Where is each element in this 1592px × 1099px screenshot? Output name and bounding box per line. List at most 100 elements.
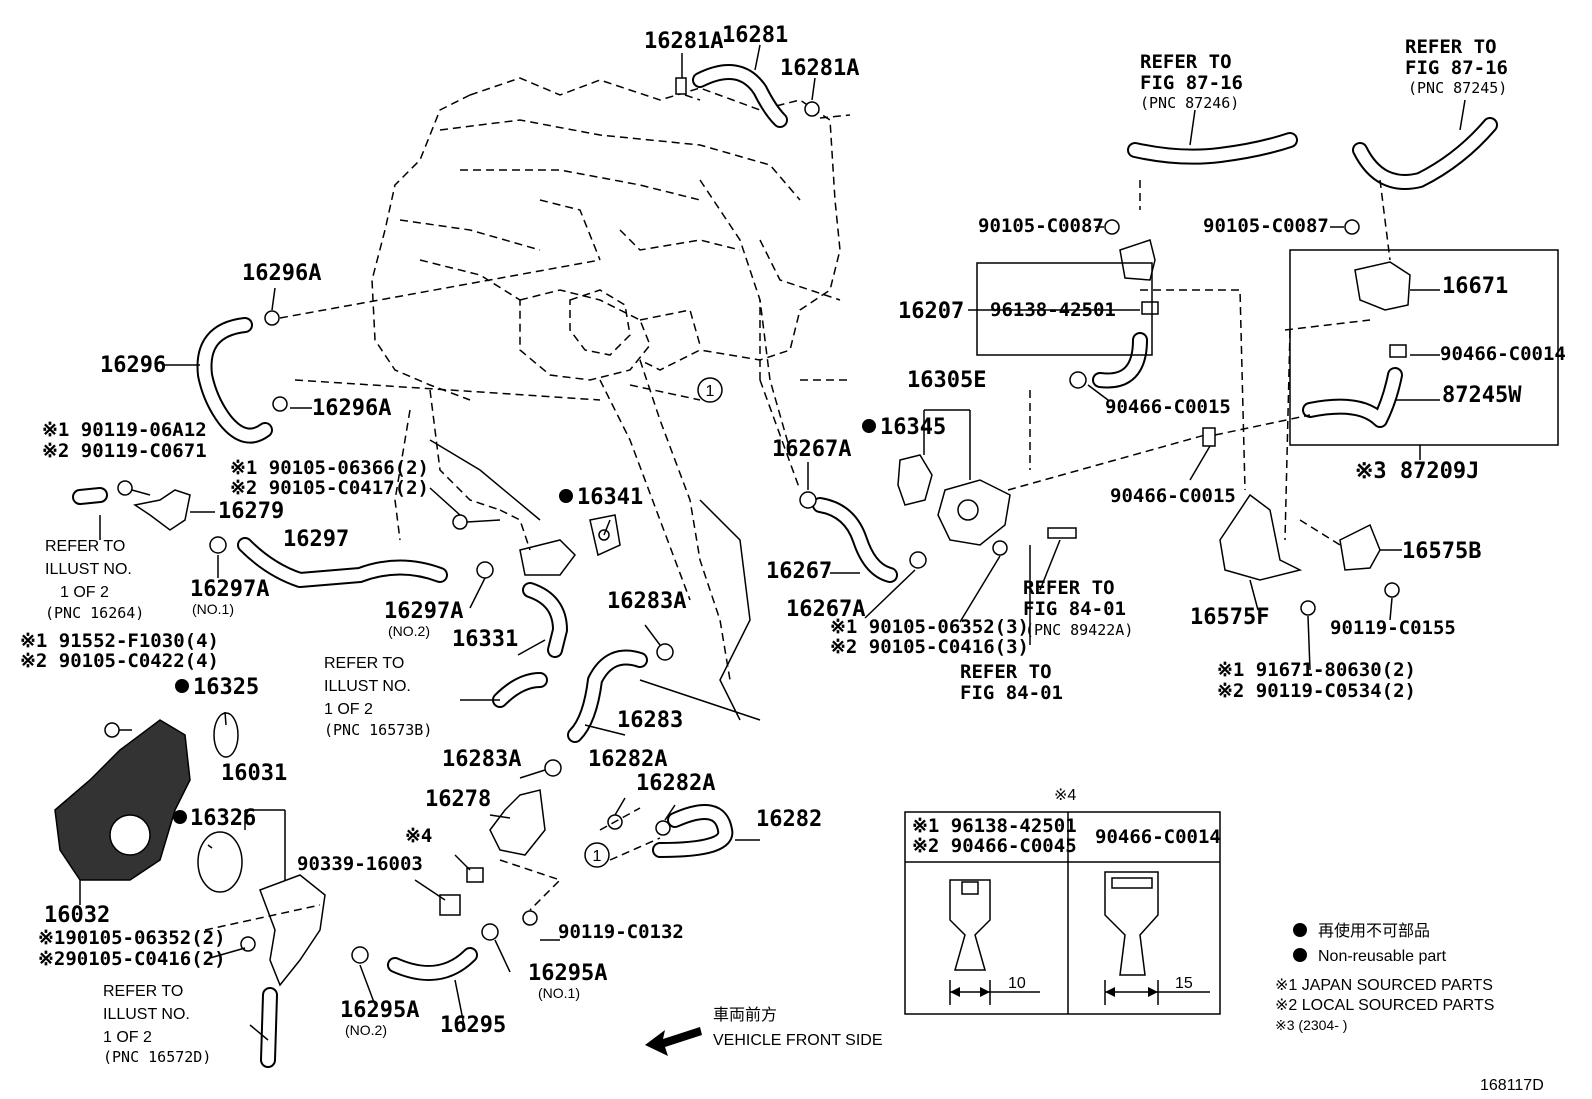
label-16283A-bot: 16283A: [442, 747, 521, 772]
gasket-16341: [589, 514, 621, 557]
ref-8716-b-line1: REFER TO: [1405, 36, 1497, 58]
clamp-16283A-a: [656, 643, 674, 661]
label-16575B: 16575B: [1402, 539, 1481, 564]
label-16278: 16278: [425, 787, 491, 812]
label-16297: 16297: [283, 527, 349, 552]
nonreusable-bullet-16326: [173, 810, 187, 824]
clamp-16267A-a: [799, 491, 817, 509]
hose-16283: [567, 649, 648, 743]
nonreusable-bullet-16341: [559, 489, 573, 503]
label-16283: 16283: [617, 708, 683, 733]
ref-8401-b-line1: REFER TO: [960, 661, 1052, 683]
bracket-16575F: [1219, 493, 1303, 581]
box-16207: [976, 262, 1153, 356]
bolt-91671: [1300, 600, 1316, 616]
label-96138: 96138-42501: [990, 299, 1116, 321]
bolt-90119-06A12: [117, 480, 151, 496]
vehicle-front-indicator: 車両前方 VEHICLE FRONT SIDE: [645, 1006, 883, 1056]
ref-8716-b-line3: (PNC 87245): [1408, 79, 1507, 97]
label-16345: 16345: [880, 415, 946, 440]
label-87245W: 87245W: [1442, 383, 1522, 408]
ref-8401-a-line2: FIG 84-01: [1023, 598, 1126, 620]
label-16279: 16279: [218, 499, 284, 524]
label-90105-C0416-a: ※2 90105-C0416(3): [830, 636, 1029, 658]
label-90466-C0015-a: 90466-C0015: [1105, 396, 1231, 418]
svg-text:1: 1: [593, 848, 602, 865]
diagram-id: 168117D: [1480, 1077, 1544, 1094]
detail-dim-left: 10: [1008, 975, 1026, 992]
label-90119-06A12: ※1 90119-06A12: [42, 419, 207, 441]
hose-16295: [387, 947, 478, 981]
label-87209J: ※3 87209J: [1355, 459, 1479, 484]
clamp-16283A-b: [544, 759, 562, 777]
bolt-90119-C0155: [1384, 582, 1400, 598]
clamp-16296A-b: [272, 396, 288, 412]
label-90466-C0015-b: 90466-C0015: [1110, 485, 1236, 507]
bracket-16207: [1119, 239, 1156, 281]
legend-note-3: ※3 (2304- ): [1275, 1017, 1347, 1033]
label-90105-06366: ※1 90105-06366(2): [230, 457, 429, 479]
label-16326: 16326: [190, 806, 256, 831]
housing-16305E: [937, 479, 1011, 546]
label-16297A-no2: 16297A: [384, 599, 463, 624]
valve-16671: [1354, 261, 1411, 311]
ref-illust-c-line4: (PNC 16572D): [103, 1048, 211, 1066]
label-16305E: 16305E: [907, 368, 986, 393]
label-16575F: 16575F: [1190, 605, 1269, 630]
hose-16297: [237, 537, 448, 588]
ref-illust-b-line3: 1 OF 2: [324, 701, 373, 718]
refer-notes: REFER TO FIG 87-16 (PNC 87246) REFER TO …: [45, 36, 1508, 1066]
hose-16267: [812, 497, 898, 583]
clip-90466-C0015-a: [1069, 371, 1087, 389]
label-16296A-top: 16296A: [242, 261, 321, 286]
callout-circle-1-bottom: 1: [584, 842, 610, 868]
label-16283A-top: 16283A: [607, 589, 686, 614]
label-91552: ※1 91552-F1030(4): [20, 630, 219, 652]
label-no2-b: (NO.2): [345, 1022, 387, 1038]
label-16032: 16032: [44, 903, 110, 928]
label-90105-C0087-a: 90105-C0087: [978, 215, 1104, 237]
inlet-16031: [259, 874, 326, 987]
label-90105-C0422: ※2 90105-C0422(4): [20, 650, 219, 672]
hose-16331: [522, 582, 568, 658]
bracket-16279: [133, 489, 191, 531]
oring-16325: [213, 712, 239, 758]
ref-8716-a-line2: FIG 87-16: [1140, 72, 1243, 94]
clip-90466-C0015-b: [1202, 427, 1216, 447]
detail-dim-right: 15: [1175, 975, 1193, 992]
clamp-16295A-no2: [351, 946, 369, 964]
front-en: VEHICLE FRONT SIDE: [713, 1032, 883, 1049]
part-labels: 16281A 16281 16281A 16296A 16296 16296A …: [20, 23, 1566, 1038]
ref-illust-a-line4: (PNC 16264): [45, 604, 144, 622]
label-90105-06352-b: ※190105-06352(2): [38, 927, 226, 949]
hose-87245W: [1302, 367, 1403, 428]
label-90119-C0534: ※2 90119-C0534(2): [1217, 680, 1416, 702]
label-91671: ※1 91671-80630(2): [1217, 659, 1416, 681]
label-no1-b: (NO.1): [538, 985, 580, 1001]
label-90105-C0087-b: 90105-C0087: [1203, 215, 1329, 237]
ref-illust-a-line2: ILLUST NO.: [45, 561, 132, 578]
label-90119-C0132: 90119-C0132: [558, 921, 684, 943]
gasket-16345: [897, 454, 933, 506]
detail-title: ※4: [1054, 787, 1076, 804]
bracket-16575B: [1339, 523, 1381, 571]
front-jp: 車両前方: [713, 1006, 777, 1024]
label-90119-C0671: ※2 90119-C0671: [42, 440, 207, 462]
label-16295A-no2: 16295A: [340, 998, 419, 1023]
ref-8401-a-line1: REFER TO: [1023, 577, 1115, 599]
hose-ref-bottom: [260, 987, 278, 1068]
label-90119-C0155: 90119-C0155: [1330, 617, 1456, 639]
clamp-16281A-a: [675, 77, 687, 95]
leader-lines: [79, 44, 1466, 1041]
hose-16282: [652, 804, 734, 858]
legend-bullet-jp: [1293, 923, 1307, 937]
oring-16326: [197, 831, 243, 893]
front-arrow-icon: [645, 1027, 702, 1056]
bolt-90119-C0132: [522, 910, 538, 926]
clamp-16295A-no1: [481, 923, 499, 941]
legend-bullet-en: [1293, 948, 1307, 962]
ref-illust-c-line1: REFER TO: [103, 983, 183, 1000]
label-16671: 16671: [1442, 274, 1508, 299]
label-16297A-no1: 16297A: [190, 577, 269, 602]
label-16282A-top: 16282A: [588, 747, 667, 772]
